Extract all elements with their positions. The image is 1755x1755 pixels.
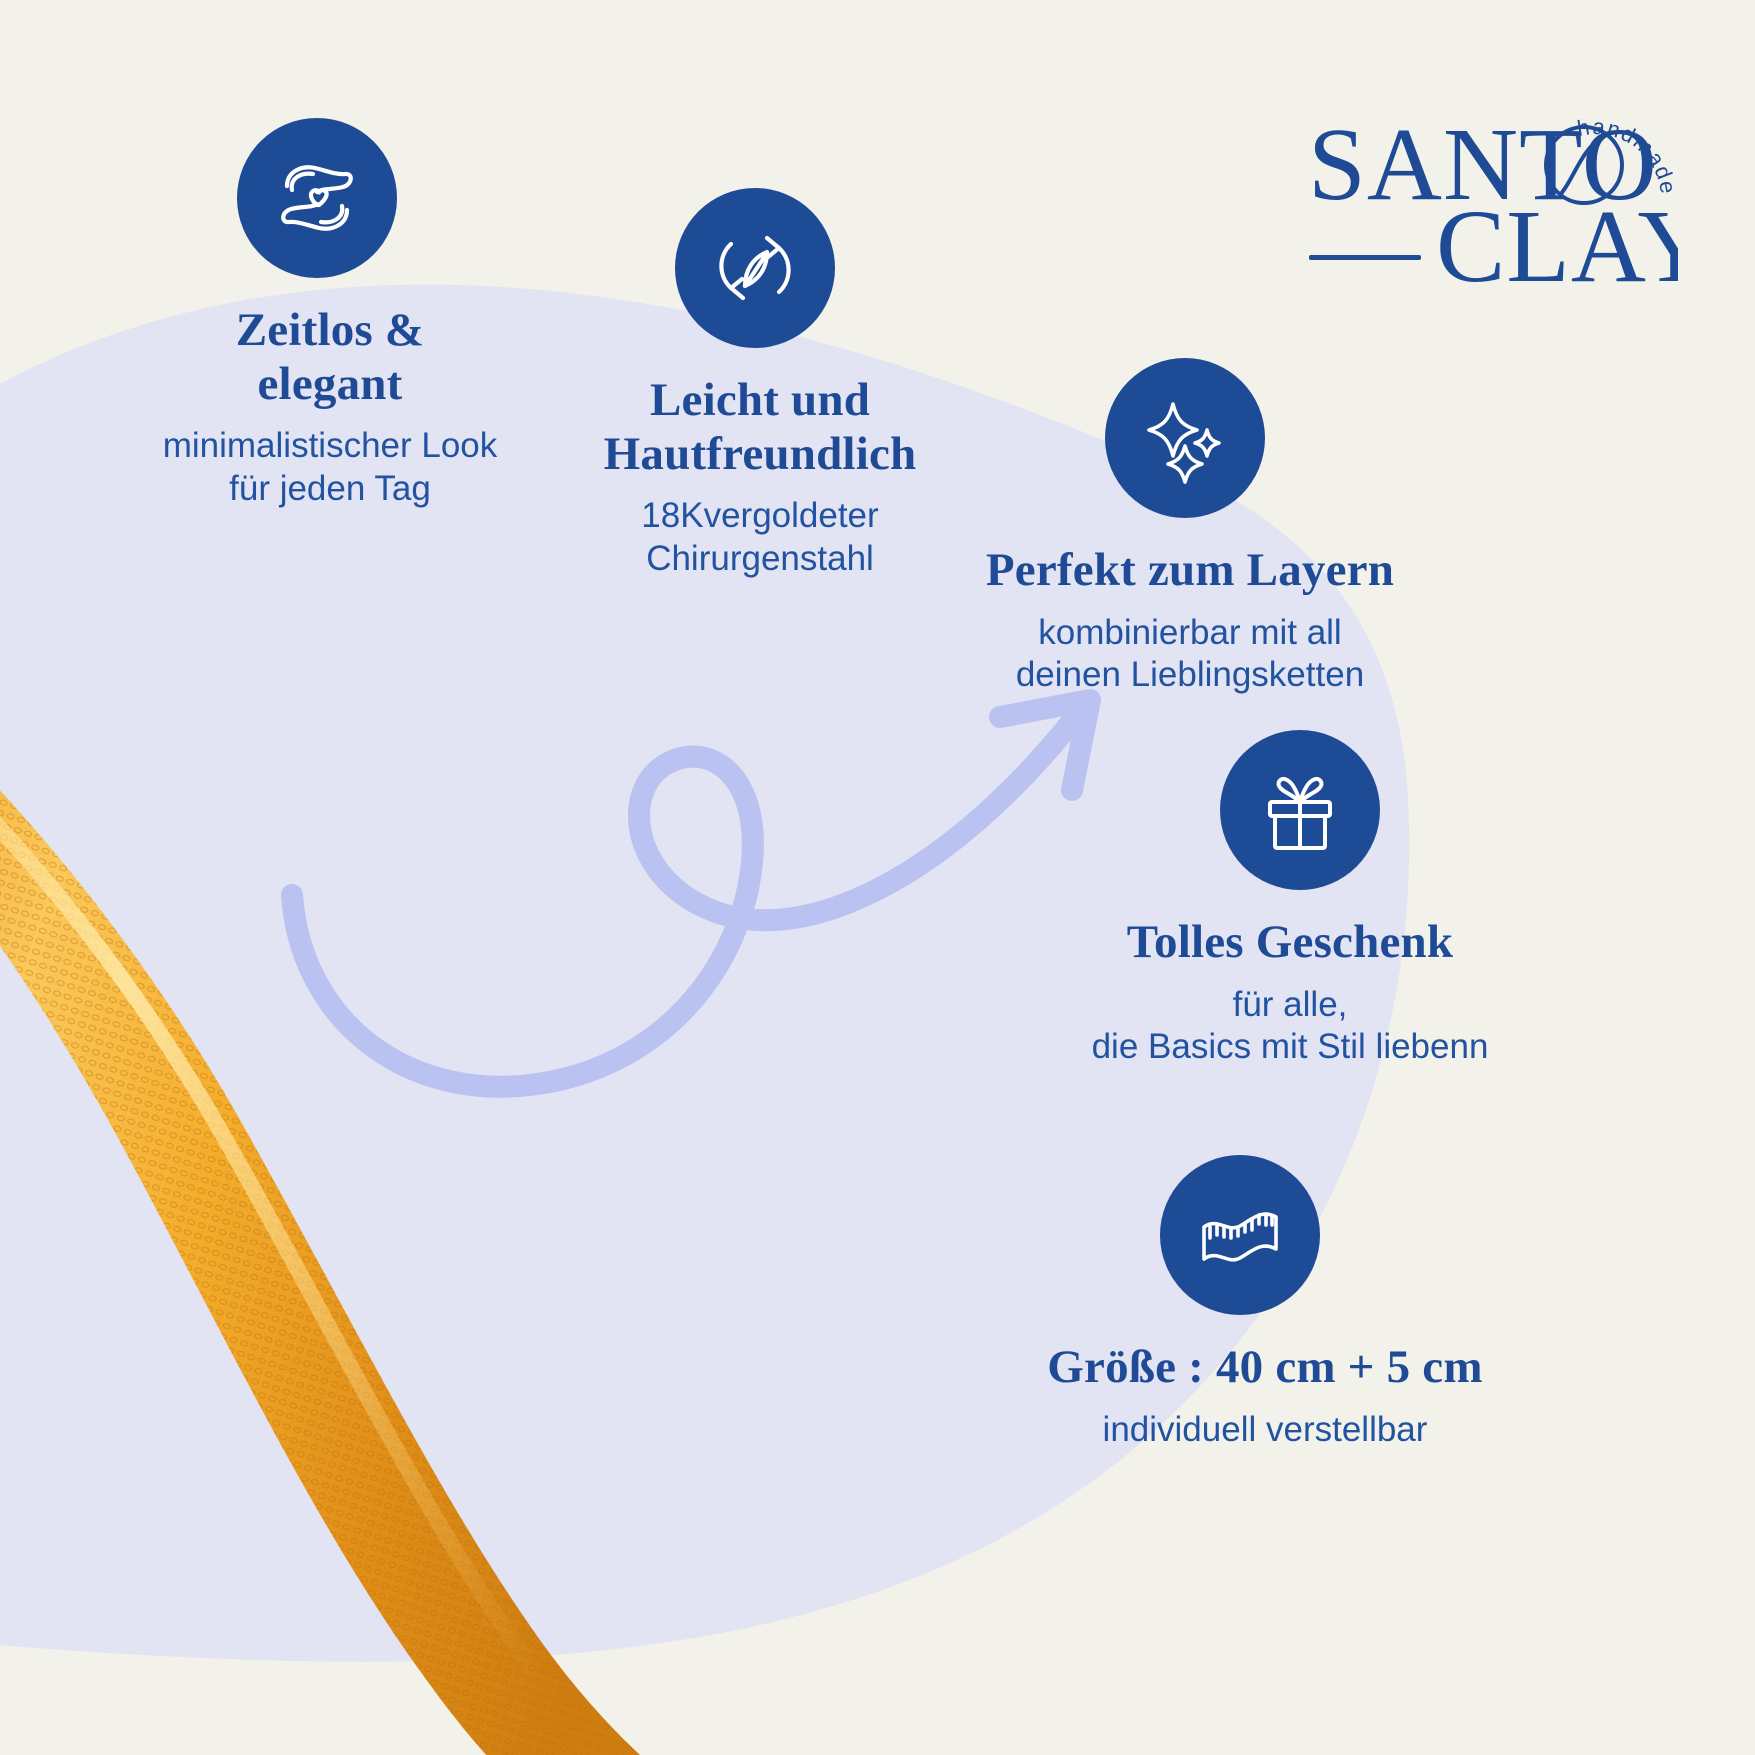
feature-title: Leicht und Hautfreundlich <box>603 374 917 480</box>
gold-snake-chain-necklace <box>0 570 740 1755</box>
sparkles-icon <box>1105 358 1265 518</box>
feature-title: Tolles Geschenk <box>1126 916 1454 968</box>
logo-santo: SANTO <box>1308 107 1658 222</box>
feature-skin-friendly: Leicht und Hautfreundlich 18Kvergoldeter… <box>560 188 960 581</box>
feature-layering: Perfekt zum Layern kombinierbar mit all … <box>955 358 1425 697</box>
feature-subtitle: minimalistischer Look für jeden Tag <box>162 426 498 508</box>
logo-divider <box>1309 255 1421 260</box>
feature-subtitle: 18Kvergoldeter Chirurgenstahl <box>641 496 879 578</box>
feature-subtitle: individuell verstellbar <box>1102 1409 1428 1449</box>
feature-title: Perfekt zum Layern <box>985 544 1395 596</box>
santo-clay-logo: SANTO CLAY handmade <box>1308 95 1678 295</box>
feature-title: Zeitlos & elegant <box>235 304 425 410</box>
measuring-tape-icon <box>1160 1155 1320 1315</box>
leaf-recycle-icon <box>675 188 835 348</box>
feature-gift: Tolles Geschenk für alle, die Basics mit… <box>1045 730 1535 1069</box>
feature-size: Größe : 40 cm + 5 cm individuell verstel… <box>1000 1155 1530 1451</box>
feature-title: Größe : 40 cm + 5 cm <box>1047 1341 1483 1393</box>
logo-clay: CLAY <box>1436 189 1678 295</box>
gift-box-icon <box>1220 730 1380 890</box>
feature-timeless: Zeitlos & elegant minimalistischer Look … <box>120 118 540 511</box>
feature-subtitle: kombinierbar mit all deinen Lieblingsket… <box>1015 612 1365 695</box>
feature-subtitle: für alle, die Basics mit Stil liebenn <box>1091 984 1489 1067</box>
hands-heart-icon <box>237 118 397 278</box>
